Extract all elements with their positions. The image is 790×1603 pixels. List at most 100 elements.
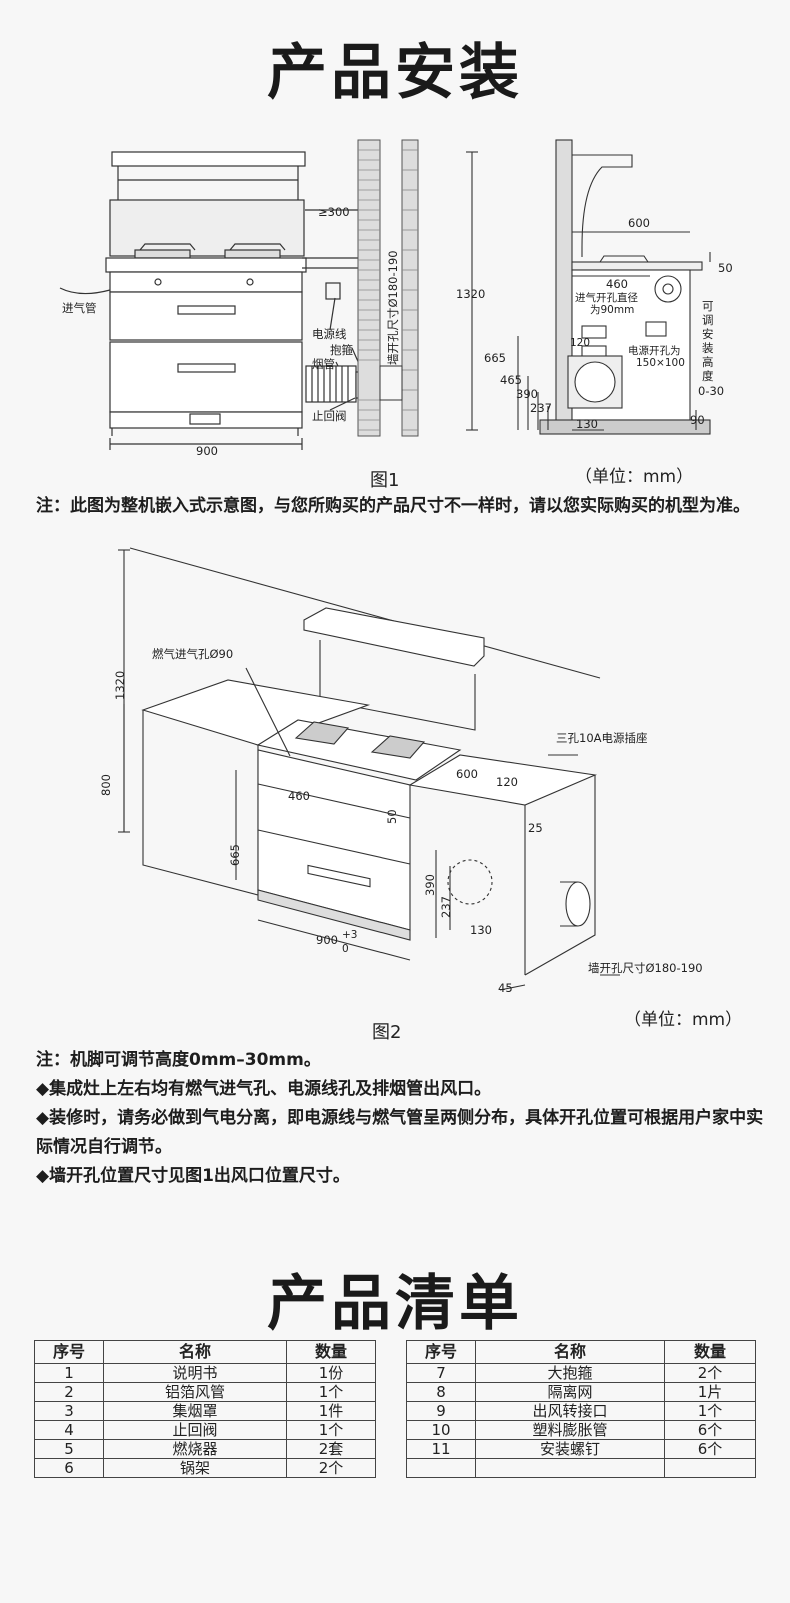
label-power-cord: 电源线 — [312, 327, 347, 341]
header-qty: 数量 — [664, 1340, 756, 1364]
note-line: ◆装修时，请务必做到气电分离，即电源线与燃气管呈两侧分布，具体开孔位置可根据用户… — [36, 1108, 764, 1157]
cell-qty: 1个 — [664, 1401, 756, 1421]
notes-fig2: 注：机脚可调节高度0mm–30mm。 ◆集成灶上左右均有燃气进气孔、电源线孔及排… — [36, 1046, 766, 1191]
dim-120: 120 — [570, 337, 590, 349]
dim-1320-fig2: 1320 — [113, 671, 127, 700]
label-power-hole: 电源开孔为 — [628, 344, 681, 357]
cell-qty: 1份 — [286, 1363, 376, 1383]
dim-50-fig2: 50 — [385, 809, 399, 824]
note-line: ◆墙开孔位置尺寸见图1出风口位置尺寸。 — [36, 1166, 350, 1186]
label-adjustable-4: 装 — [702, 341, 714, 355]
cell-name: 锅架 — [103, 1458, 287, 1478]
label-inlet-hole: 进气开孔直径 — [575, 291, 638, 304]
label-adjustable-3: 安 — [702, 327, 714, 341]
dim-900-fig2: 900 — [316, 933, 338, 947]
cell-qty: 6个 — [664, 1439, 756, 1459]
cell-name: 大抱箍 — [475, 1363, 665, 1383]
dim-50: 50 — [718, 261, 733, 275]
label-power-hole-size: 150×100 — [636, 357, 685, 369]
cell-qty: 1件 — [286, 1401, 376, 1421]
cell-name: 出风转接口 — [475, 1401, 665, 1421]
cell-qty: 1个 — [286, 1382, 376, 1402]
dim-665: 665 — [484, 351, 506, 365]
cell-qty: 1个 — [286, 1420, 376, 1440]
cell-name: 安装螺钉 — [475, 1439, 665, 1459]
cell-no — [406, 1458, 476, 1478]
label-socket: 三孔10A电源插座 — [556, 731, 648, 745]
dim-465: 465 — [500, 373, 522, 387]
fig1-unit: （单位：mm） — [575, 467, 694, 487]
dim-665-fig2: 665 — [228, 844, 242, 866]
cell-name: 铝箔风管 — [103, 1382, 287, 1402]
fig2-caption: 图2 — [372, 1022, 402, 1043]
cell-no: 9 — [406, 1401, 476, 1421]
label-flue-pipe: 烟管 — [312, 357, 335, 371]
cell-no: 11 — [406, 1439, 476, 1459]
cell-qty: 2个 — [664, 1363, 756, 1383]
cell-no: 1 — [34, 1363, 104, 1383]
figure-2: 燃气进气孔Ø90 1320 800 460 665 600 120 三孔10A电… — [99, 547, 703, 995]
dim-900: 900 — [196, 444, 218, 458]
note-line: ◆集成灶上左右均有燃气进气孔、电源线孔及排烟管出风口。 — [36, 1079, 492, 1099]
cell-no: 6 — [34, 1458, 104, 1478]
table-header-row: 序号 名称 数量 — [406, 1340, 756, 1364]
dim-460-fig2: 460 — [288, 789, 310, 803]
figure-1: ≥300 进气管 电源线 抱箍 烟管 止回阀 墙开孔尺寸Ø180-190 900… — [59, 139, 733, 458]
label-gas-inlet: 燃气进气孔Ø90 — [152, 647, 233, 661]
dim-gt300: ≥300 — [318, 205, 350, 219]
cell-qty: 2个 — [286, 1458, 376, 1478]
label-check-valve: 止回阀 — [312, 409, 347, 423]
header-no: 序号 — [34, 1340, 104, 1364]
cell-no: 4 — [34, 1420, 104, 1440]
header-name: 名称 — [475, 1340, 665, 1364]
label-adjustable-2: 调 — [702, 313, 714, 327]
dim-tolerance-zero: 0 — [342, 943, 349, 955]
dim-600-fig2: 600 — [456, 767, 478, 781]
cell-no: 7 — [406, 1363, 476, 1383]
cell-no: 5 — [34, 1439, 104, 1459]
dim-390-fig2: 390 — [423, 874, 437, 896]
dim-130-fig2: 130 — [470, 923, 492, 937]
dim-90: 90 — [690, 413, 705, 427]
label-wall-hole: 墙开孔尺寸Ø180-190 — [386, 250, 400, 365]
cell-no: 8 — [406, 1382, 476, 1402]
cell-name: 说明书 — [103, 1363, 287, 1383]
dim-120-fig2: 120 — [496, 775, 518, 789]
cell-no: 2 — [34, 1382, 104, 1402]
dim-tolerance-plus: +3 — [342, 929, 357, 941]
note-fig1: 注：此图为整机嵌入式示意图，与您所购买的产品尺寸不一样时，请以您实际购买的机型为… — [36, 496, 750, 516]
header-qty: 数量 — [286, 1340, 376, 1364]
cell-no: 3 — [34, 1401, 104, 1421]
label-wall-hole-fig2: 墙开孔尺寸Ø180-190 — [588, 961, 703, 975]
cell-qty: 6个 — [664, 1420, 756, 1440]
header-no: 序号 — [406, 1340, 476, 1364]
dim-45: 45 — [498, 981, 513, 995]
cell-qty: 2套 — [286, 1439, 376, 1459]
label-inlet-hole-size: 为90mm — [590, 304, 634, 316]
cell-qty: 1片 — [664, 1382, 756, 1402]
fig2-unit: （单位：mm） — [624, 1010, 743, 1030]
dim-600: 600 — [628, 216, 650, 230]
cell-name: 塑料膨胀管 — [475, 1420, 665, 1440]
dim-130: 130 — [576, 417, 598, 431]
install-title: 产品安装 — [267, 38, 523, 108]
label-adjustable-6: 度 — [702, 369, 714, 383]
dim-460: 460 — [606, 277, 628, 291]
cell-no: 10 — [406, 1420, 476, 1440]
label-adj-range: 0-30 — [698, 384, 724, 398]
cell-name: 止回阀 — [103, 1420, 287, 1440]
table-row — [406, 1458, 756, 1478]
label-inlet-pipe: 进气管 — [62, 301, 97, 315]
dim-390: 390 — [516, 387, 538, 401]
label-adjustable-5: 高 — [702, 355, 714, 369]
